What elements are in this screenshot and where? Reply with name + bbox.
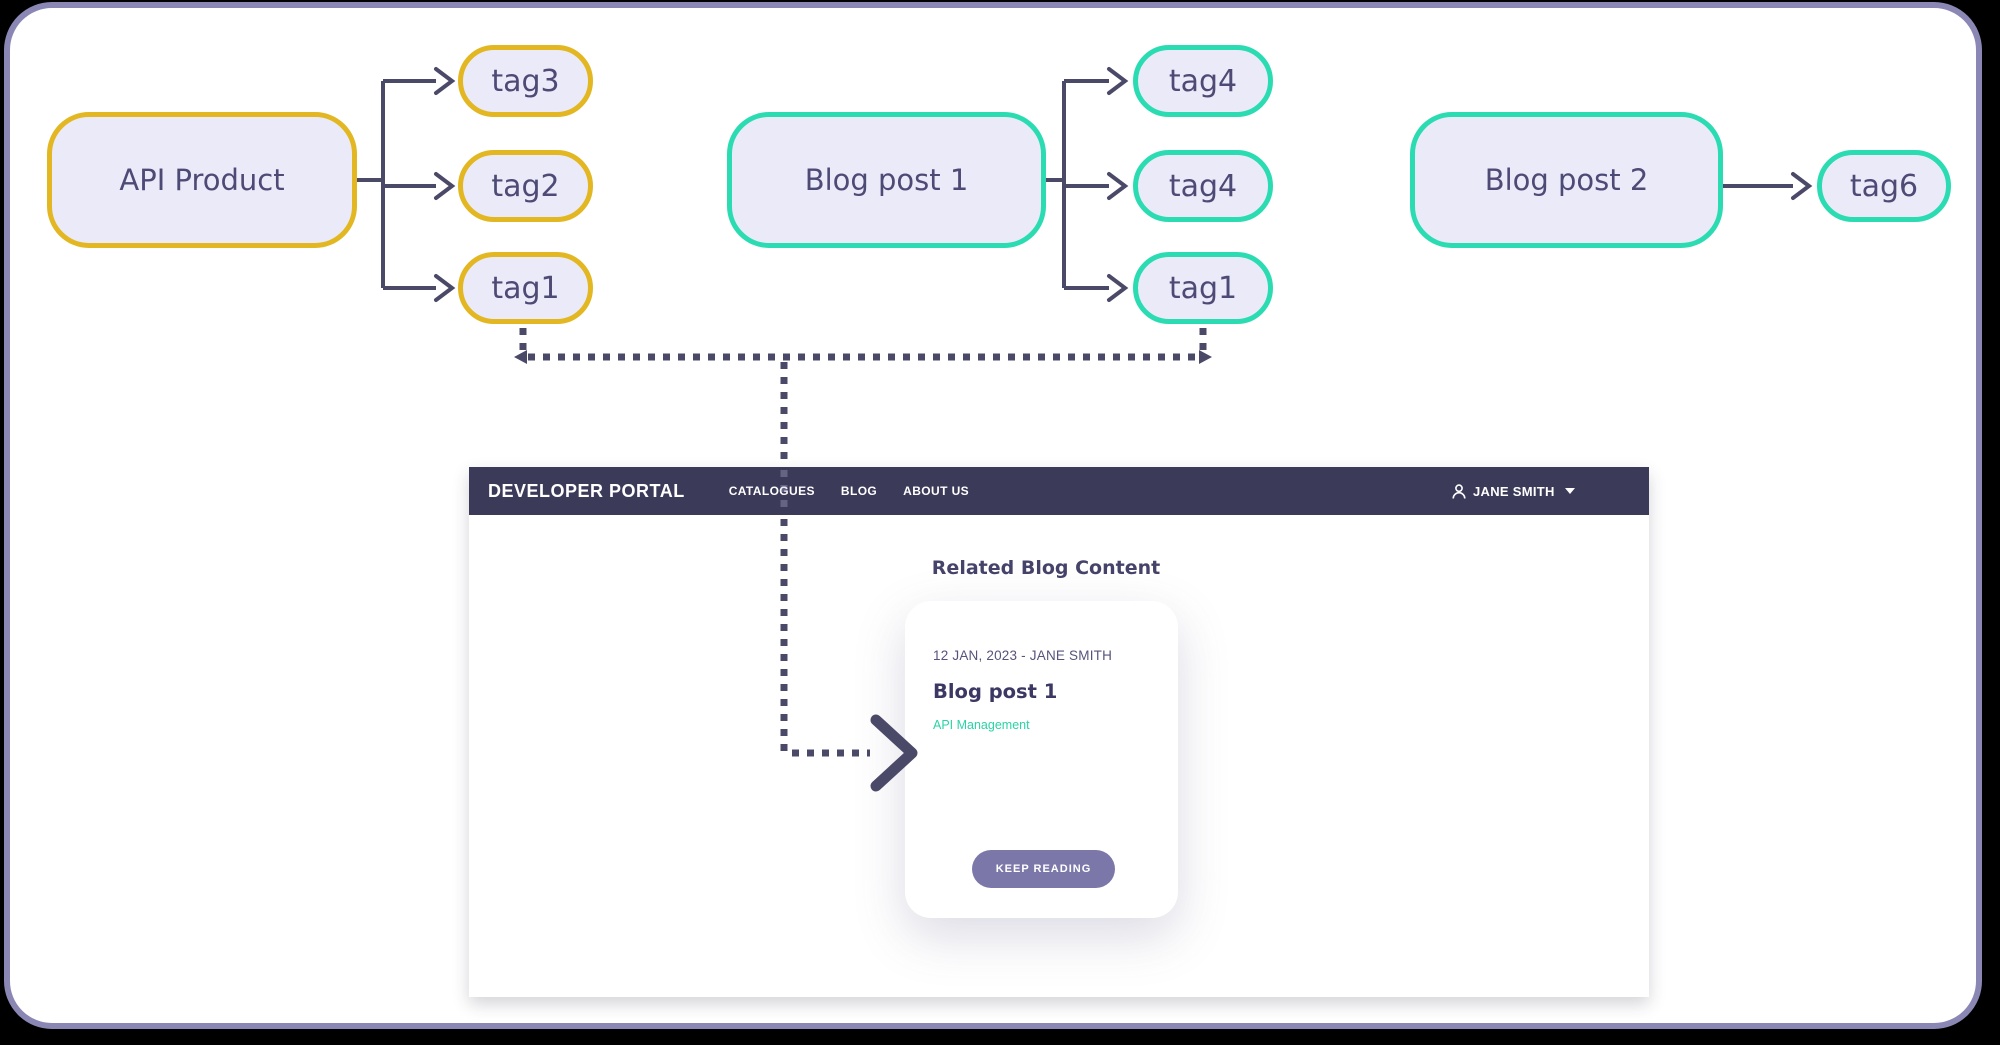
person-icon xyxy=(1452,483,1466,499)
diagram-node-blog-post-1: Blog post 1 xyxy=(727,112,1046,248)
diagram-node-api-product: API Product xyxy=(47,112,357,248)
diagram-node-blog-post-2: Blog post 2 xyxy=(1410,112,1723,248)
card-title: Blog post 1 xyxy=(933,680,1058,703)
tag-pill-tag6: tag6 xyxy=(1817,150,1951,222)
card-meta: 12 JAN, 2023 - JANE SMITH xyxy=(933,648,1113,663)
blog-post-1-label: Blog post 1 xyxy=(804,163,969,197)
tag-pill-tag3: tag3 xyxy=(458,45,593,117)
nav-item-catalogues[interactable]: CATALOGUES xyxy=(728,484,815,498)
tag-pill-tag4-mid: tag4 xyxy=(1133,150,1273,222)
blog-post-2-label: Blog post 2 xyxy=(1484,163,1649,197)
tag-pill-tag2: tag2 xyxy=(458,150,593,222)
keep-reading-button[interactable]: KEEP READING xyxy=(972,850,1115,888)
card-tag-link[interactable]: API Management xyxy=(933,718,1030,732)
user-name: JANE SMITH xyxy=(1473,483,1555,499)
tag-label: tag3 xyxy=(491,63,560,99)
chevron-down-icon xyxy=(1564,488,1575,494)
api-product-label: API Product xyxy=(119,163,285,197)
developer-portal-window: DEVELOPER PORTAL CATALOGUES BLOG ABOUT U… xyxy=(469,467,1649,997)
tag-label: tag1 xyxy=(491,270,560,306)
tag-label: tag4 xyxy=(1168,63,1238,99)
tag-pill-tag4-top: tag4 xyxy=(1133,45,1273,117)
portal-navbar: DEVELOPER PORTAL CATALOGUES BLOG ABOUT U… xyxy=(469,467,1649,515)
portal-brand[interactable]: DEVELOPER PORTAL xyxy=(488,480,685,501)
related-blog-card: 12 JAN, 2023 - JANE SMITH Blog post 1 AP… xyxy=(905,601,1178,918)
tag-pill-tag1-right: tag1 xyxy=(1133,252,1273,324)
tag-label: tag2 xyxy=(491,168,560,204)
nav-item-about-us[interactable]: ABOUT US xyxy=(903,484,970,498)
user-menu[interactable]: JANE SMITH xyxy=(1451,467,1575,515)
tag-label: tag1 xyxy=(1168,270,1238,306)
tag-label: tag6 xyxy=(1849,168,1919,204)
tag-pill-tag1-left: tag1 xyxy=(458,252,593,324)
tag-label: tag4 xyxy=(1168,168,1238,204)
nav-item-blog[interactable]: BLOG xyxy=(840,484,878,498)
portal-nav-menu: CATALOGUES BLOG ABOUT US xyxy=(729,484,969,498)
section-title: Related Blog Content xyxy=(931,557,1161,579)
